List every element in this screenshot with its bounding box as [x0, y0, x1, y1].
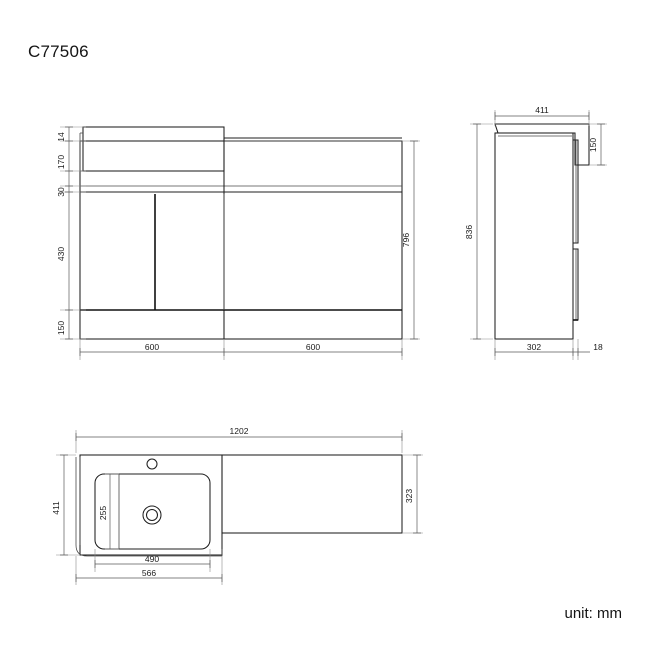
dim-side-cabinet-depth-302: 302 — [527, 342, 541, 352]
plan-view: 1202 411 255 323 490 — [51, 426, 423, 585]
side-elevation-view: 411 150 836 302 18 — [464, 105, 607, 360]
dim-side-door-thickness-18: 18 — [593, 342, 603, 352]
dim-plan-basin-inner-255: 255 — [98, 506, 108, 520]
dim-total-height-796: 796 — [401, 233, 411, 247]
dim-side-top-depth-411: 411 — [535, 105, 549, 115]
dim-door-height-430: 430 — [56, 247, 66, 261]
unit-label: unit: mm — [564, 605, 622, 622]
dim-plan-total-width-1202: 1202 — [230, 426, 249, 436]
dim-plinth-height-150: 150 — [56, 321, 66, 335]
dim-plan-left-depth-411: 411 — [51, 501, 61, 515]
dim-counter-thickness-30: 30 — [56, 187, 66, 197]
dim-basin-height-170: 170 — [56, 155, 66, 169]
page-title: C77506 — [28, 42, 89, 61]
dim-side-total-height-836: 836 — [464, 225, 474, 239]
dim-plan-basin-inner-width-490: 490 — [145, 554, 159, 564]
dim-left-module-600: 600 — [145, 342, 159, 352]
dim-right-module-600: 600 — [306, 342, 320, 352]
dim-basin-rim-14: 14 — [56, 132, 66, 142]
front-elevation-view: 14 170 30 430 150 796 600 600 — [56, 126, 420, 360]
dim-side-top-height-150: 150 — [588, 138, 598, 152]
dim-plan-basin-outer-width-566: 566 — [142, 568, 156, 578]
dim-plan-right-depth-323: 323 — [404, 489, 414, 503]
